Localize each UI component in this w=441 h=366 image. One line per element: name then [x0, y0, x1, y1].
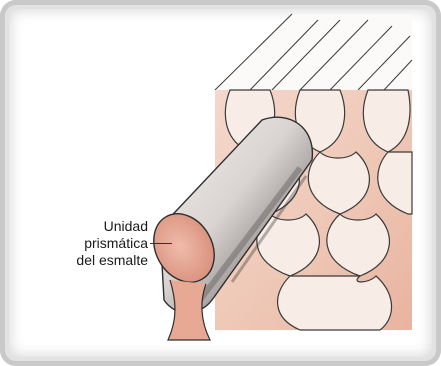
label-line-1: Unidad: [70, 218, 148, 235]
label-line-2: prismática: [70, 235, 148, 252]
label-line-3: del esmalte: [70, 252, 148, 269]
block-top-face: [215, 14, 412, 90]
label-leader-line: [150, 243, 172, 244]
enamel-rod-label: Unidad prismática del esmalte: [70, 218, 148, 269]
